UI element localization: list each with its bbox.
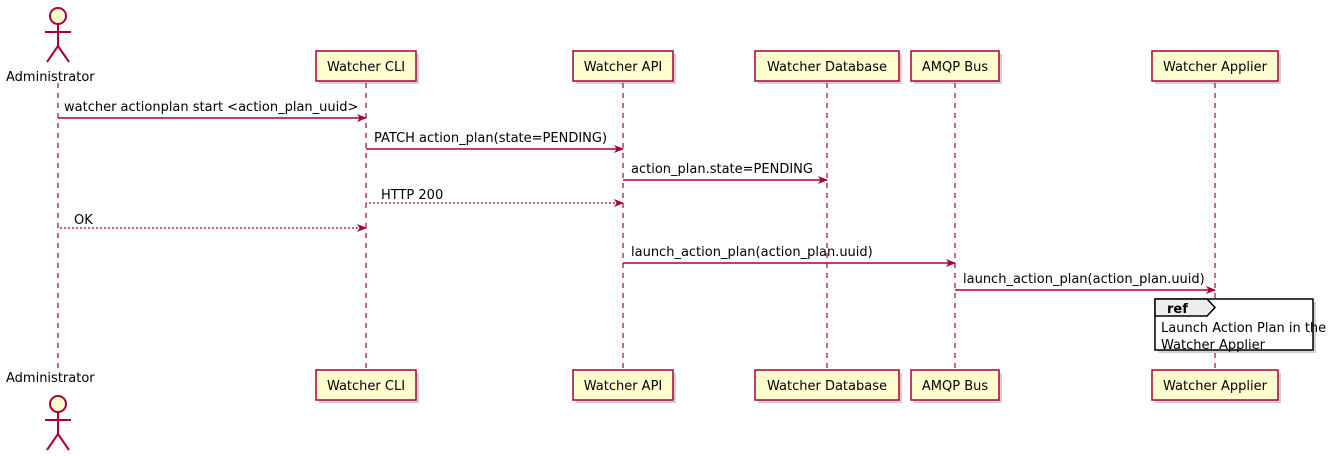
participant-label: Watcher Database (767, 60, 887, 75)
ref-body-line: Launch Action Plan in the (1161, 321, 1326, 336)
participant-db-bottom[interactable]: Watcher Database (754, 369, 902, 403)
message-label: action_plan.state=PENDING (631, 162, 813, 177)
participant-box[interactable] (572, 369, 674, 401)
participant-cli-bottom[interactable]: Watcher CLI (315, 369, 419, 403)
participant-box[interactable] (754, 50, 900, 82)
participant-label: Watcher API (584, 60, 663, 75)
participant-box[interactable] (910, 369, 1000, 401)
message-label: OK (74, 213, 93, 228)
participant-label: AMQP Bus (922, 60, 988, 75)
message-1: watcher actionplan start <action_plan_uu… (58, 100, 367, 122)
participant-cli-top[interactable]: Watcher CLI (315, 50, 419, 84)
participant-label: Watcher API (584, 379, 663, 394)
participant-api-bottom[interactable]: Watcher API (572, 369, 676, 403)
ref-body-line: Watcher Applier (1161, 338, 1266, 353)
message-2: PATCH action_plan(state=PENDING) (366, 131, 624, 153)
actor-leg-left-icon (46, 45, 59, 63)
message-label: launch_action_plan(action_plan.uuid) (631, 245, 873, 260)
message-label: HTTP 200 (381, 188, 443, 203)
actor-admin-bottom: Administrator (6, 371, 95, 451)
participant-label: Watcher Applier (1163, 60, 1268, 75)
actor-leg-right-icon (57, 433, 70, 451)
actor-admin-top: Administrator (6, 7, 95, 85)
participant-box[interactable] (572, 50, 674, 82)
participant-box[interactable] (1151, 369, 1279, 401)
participant-api-top[interactable]: Watcher API (572, 50, 676, 84)
ref-box (1154, 298, 1314, 351)
participant-label: AMQP Bus (922, 379, 988, 394)
message-label: PATCH action_plan(state=PENDING) (374, 131, 607, 146)
actor-head-icon (49, 7, 67, 25)
participant-label: Watcher CLI (327, 60, 405, 75)
participant-box[interactable] (1151, 50, 1279, 82)
message-5: OK (58, 213, 367, 232)
participant-amqp-bottom[interactable]: AMQP Bus (910, 369, 1002, 403)
actor-head-icon (49, 395, 67, 413)
ref-tab-label: ref (1167, 302, 1188, 317)
participant-applier-top[interactable]: Watcher Applier (1151, 50, 1281, 84)
actor-label-admin: Administrator (6, 70, 95, 85)
message-label: launch_action_plan(action_plan.uuid) (963, 272, 1205, 287)
lifelines-layer (57, 83, 1216, 370)
participant-box[interactable] (754, 369, 900, 401)
actor-leg-left-icon (46, 433, 59, 451)
actor-leg-right-icon (57, 45, 70, 63)
participant-box[interactable] (910, 50, 1000, 82)
participant-amqp-top[interactable]: AMQP Bus (910, 50, 1002, 84)
message-7: launch_action_plan(action_plan.uuid) (955, 272, 1216, 294)
participant-applier-bottom[interactable]: Watcher Applier (1151, 369, 1281, 403)
message-6: launch_action_plan(action_plan.uuid) (623, 245, 956, 267)
participant-db-top[interactable]: Watcher Database (754, 50, 902, 84)
ref-tab (1154, 298, 1217, 317)
actor-label-admin: Administrator (6, 371, 95, 386)
message-3: action_plan.state=PENDING (623, 162, 828, 184)
participant-label: Watcher Database (767, 379, 887, 394)
participant-label: Watcher CLI (327, 379, 405, 394)
message-label: watcher actionplan start <action_plan_uu… (64, 100, 358, 115)
messages-layer: watcher actionplan start <action_plan_uu… (58, 100, 1216, 294)
participant-box[interactable] (315, 369, 417, 401)
participant-box[interactable] (315, 50, 417, 82)
message-4: HTTP 200 (366, 188, 624, 207)
participant-label: Watcher Applier (1163, 379, 1268, 394)
